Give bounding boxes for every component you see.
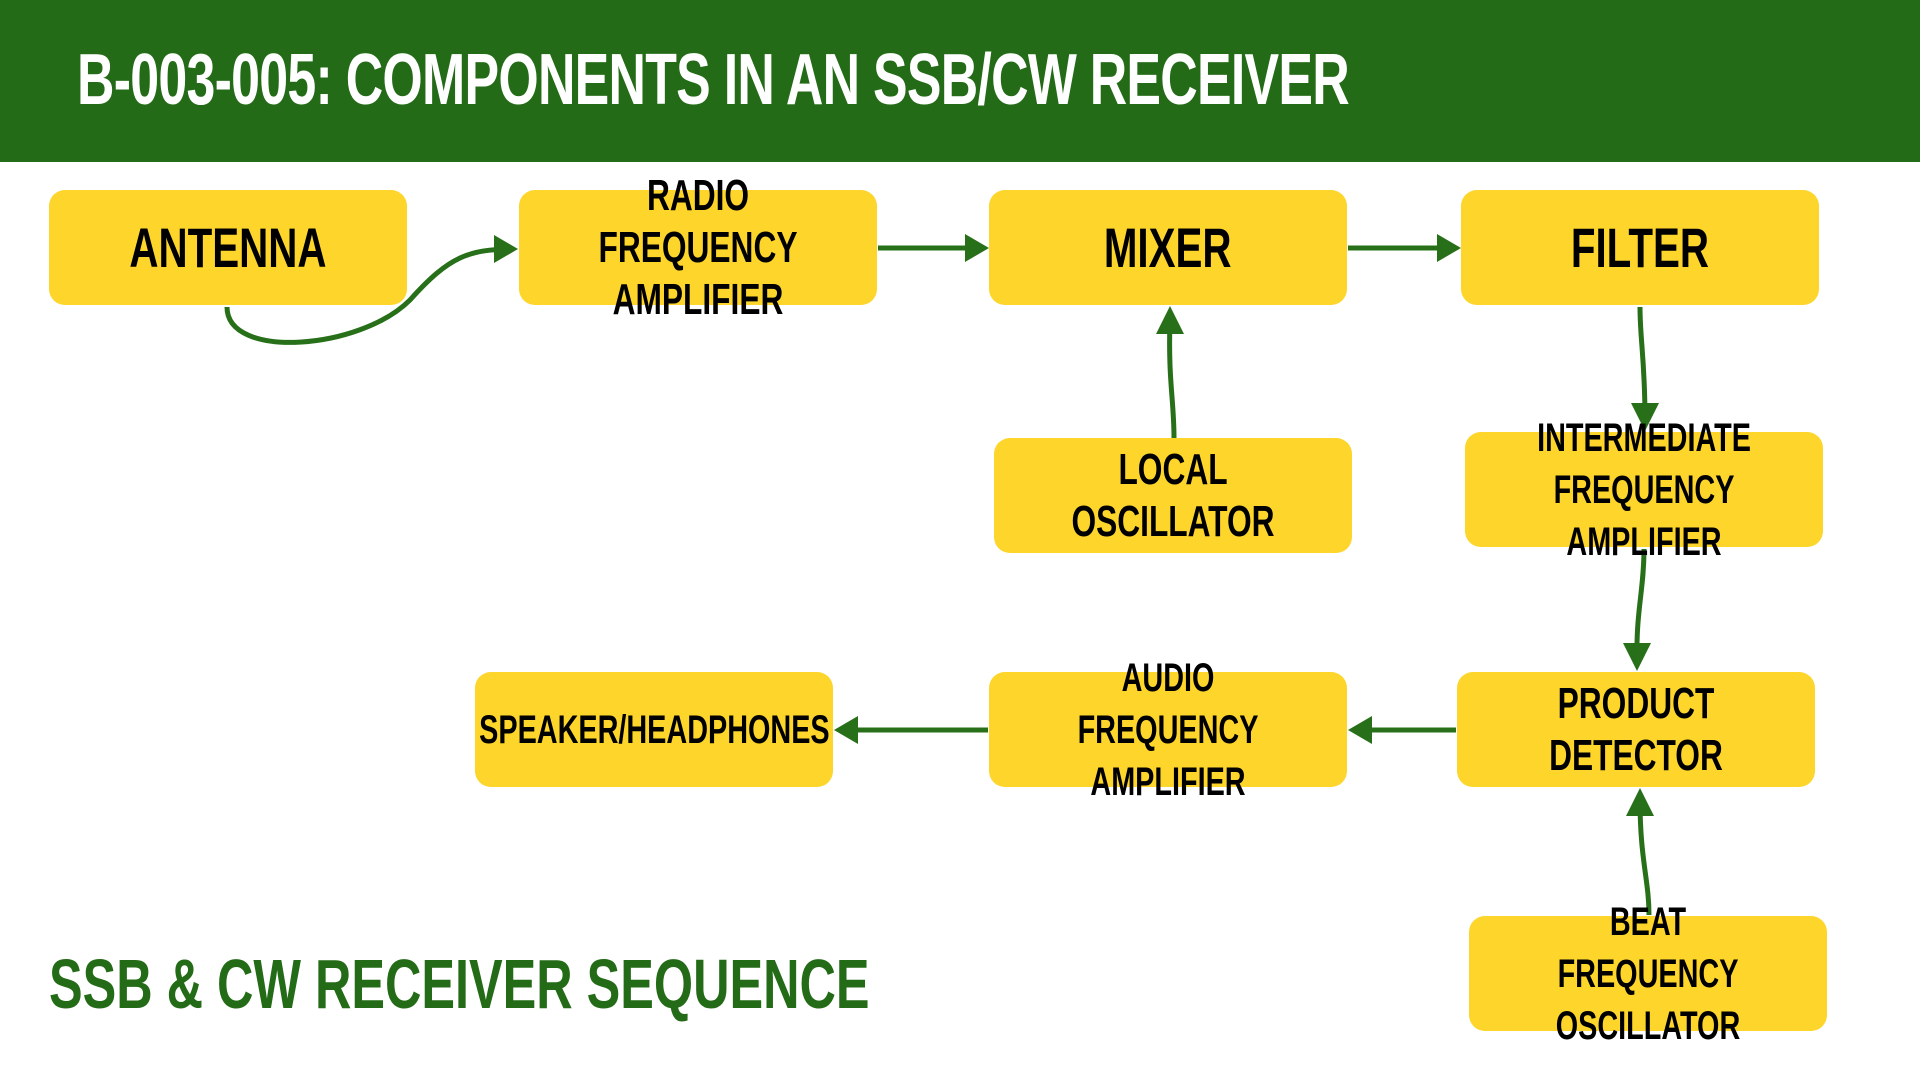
block-beat-frequency-oscillator: BEAT FREQUENCY OSCILLATOR [1469, 900, 1827, 1048]
arrow-filter-to-if [1637, 306, 1648, 421]
block-label: LOCAL OSCILLATOR [1071, 444, 1275, 546]
block-label: PRODUCT DETECTOR [1549, 678, 1723, 780]
block-filter: FILTER [1461, 190, 1819, 305]
block-label: INTERMEDIATE FREQUENCY AMPLIFIER [1537, 415, 1751, 564]
block-if-amplifier: INTERMEDIATE FREQUENCY AMPLIFIER [1465, 416, 1823, 564]
block-label: AUDIO FREQUENCY AMPLIFIER [1077, 655, 1259, 804]
block-mixer: MIXER [989, 190, 1347, 305]
block-label: BEAT FREQUENCY OSCILLATOR [1555, 899, 1741, 1048]
block-local-oscillator: LOCAL OSCILLATOR [994, 438, 1352, 553]
block-label: RADIO FREQUENCY AMPLIFIER [598, 170, 798, 324]
arrow-bfo-to-pd [1637, 799, 1652, 916]
arrowhead-pd-bottom [1626, 788, 1654, 816]
arrowhead-mixer-up [1156, 306, 1184, 334]
arrow-antenna-to-rf [224, 246, 511, 345]
block-antenna: ANTENNA [49, 190, 407, 305]
arrowhead-speaker [834, 716, 858, 744]
arrowhead-mixer [965, 234, 989, 262]
block-rf-amplifier: RADIO FREQUENCY AMPLIFIER [519, 171, 877, 324]
block-speaker-headphones: SPEAKER/HEADPHONES [475, 672, 833, 787]
block-label: FILTER [1570, 215, 1710, 279]
arrowhead-af [1348, 716, 1372, 744]
block-label: SPEAKER/HEADPHONES [478, 707, 830, 752]
diagram-subtitle: SSB & CW RECEIVER SEQUENCE [49, 945, 870, 1023]
header-bar: B-003-005: COMPONENTS IN AN SSB/CW RECEI… [0, 0, 1920, 162]
page-title: B-003-005: COMPONENTS IN AN SSB/CW RECEI… [77, 40, 1350, 120]
arrowhead-if [1631, 403, 1659, 431]
arrow-lo-to-mixer [1167, 319, 1177, 439]
block-label: MIXER [1104, 215, 1232, 279]
block-label: ANTENNA [129, 215, 327, 279]
arrowhead-pd-top [1623, 643, 1651, 671]
block-product-detector: PRODUCT DETECTOR [1457, 672, 1815, 787]
block-audio-amplifier: AUDIO FREQUENCY AMPLIFIER [989, 656, 1347, 804]
arrowhead-rf [494, 235, 518, 263]
arrowhead-filter [1437, 234, 1461, 262]
